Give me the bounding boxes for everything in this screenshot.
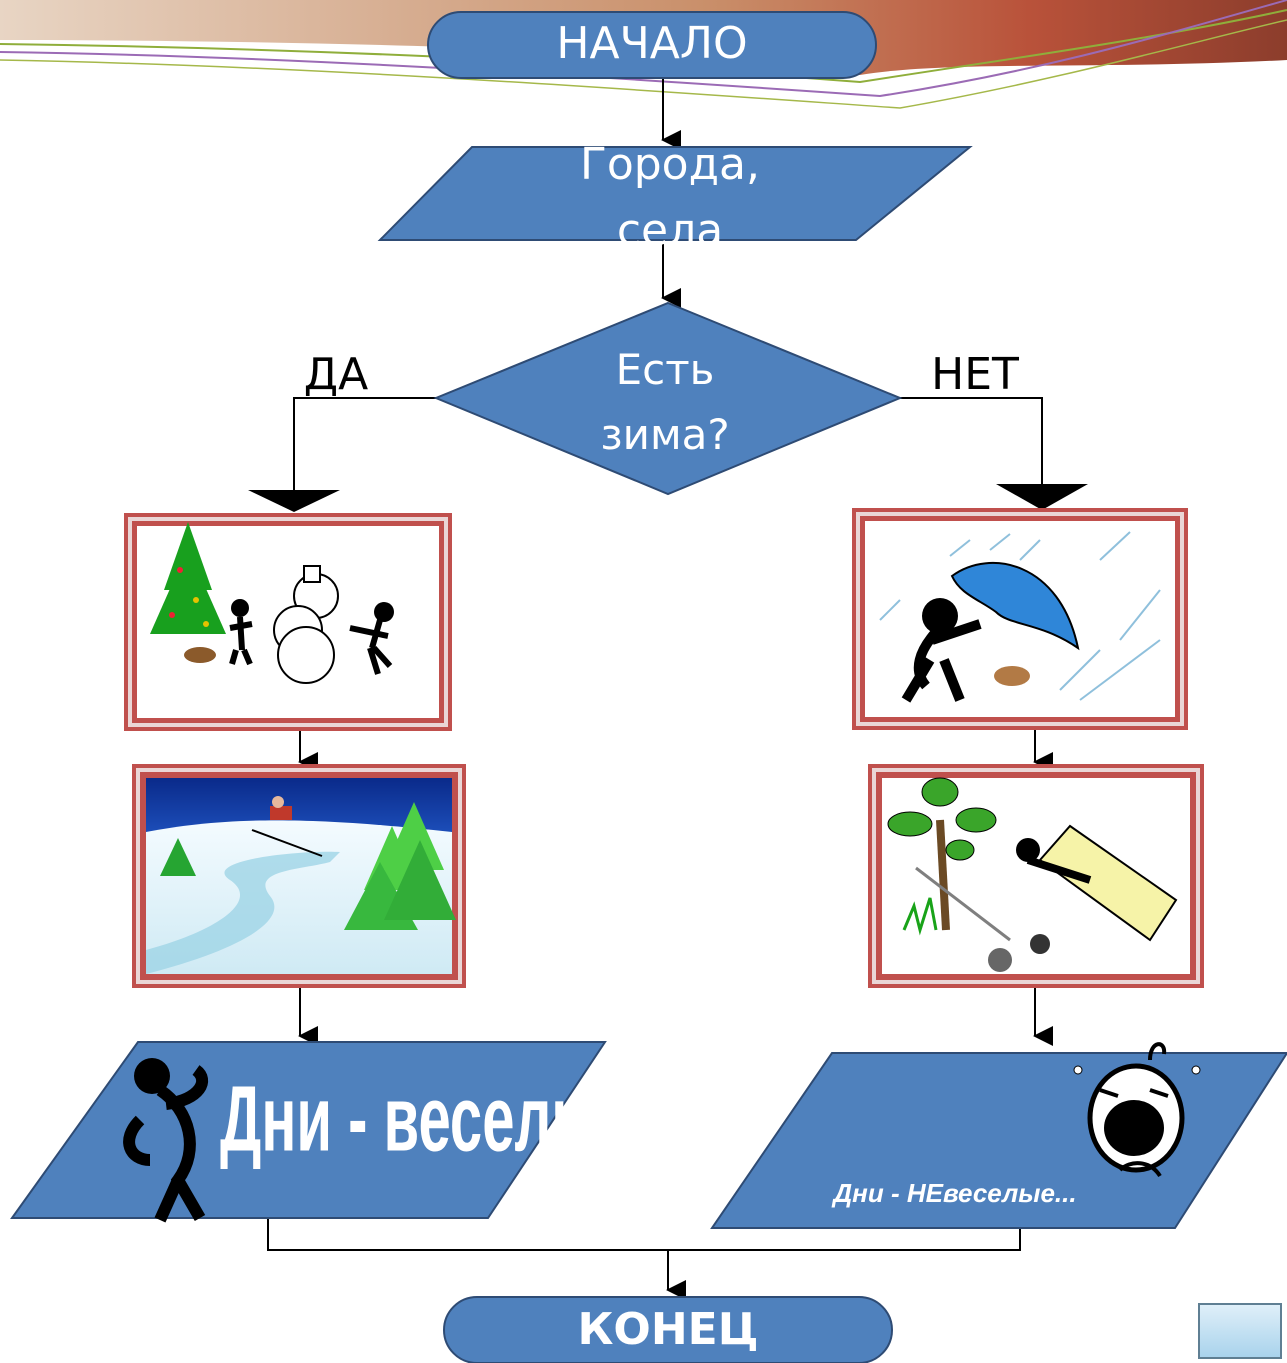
no-branch-label: НЕТ	[931, 349, 1019, 400]
back-button[interactable]	[1198, 1303, 1282, 1359]
crying-face-icon	[1073, 1042, 1201, 1178]
start-label: НАЧАЛО	[556, 18, 748, 69]
input-label-line1: Города,	[580, 139, 760, 190]
yes-branch-label: ДА	[303, 349, 369, 400]
ski-slope-picture	[132, 764, 466, 988]
input-label-line2: села	[616, 205, 724, 256]
start-terminator	[427, 11, 877, 79]
yes-output-label: Дни - веселые!	[220, 1067, 653, 1172]
connectors	[267, 78, 1053, 1300]
end-terminator	[443, 1296, 893, 1363]
no-arrowhead	[996, 484, 1088, 510]
decision-label-line1: Есть	[615, 345, 715, 394]
summer-rest-picture	[868, 764, 1204, 988]
no-output-label: Дни - НЕвеселые...	[833, 1178, 1077, 1208]
input-parallelogram	[377, 146, 973, 241]
end-label: КОНЕЦ	[577, 1304, 759, 1355]
decision-diamond	[433, 301, 903, 496]
winter-fun-picture	[124, 513, 452, 731]
yes-arrowhead	[248, 490, 340, 512]
decision-label-line2: зима?	[600, 410, 730, 459]
rain-umbrella-picture	[852, 508, 1188, 730]
dancing-figure-icon	[123, 1058, 208, 1223]
